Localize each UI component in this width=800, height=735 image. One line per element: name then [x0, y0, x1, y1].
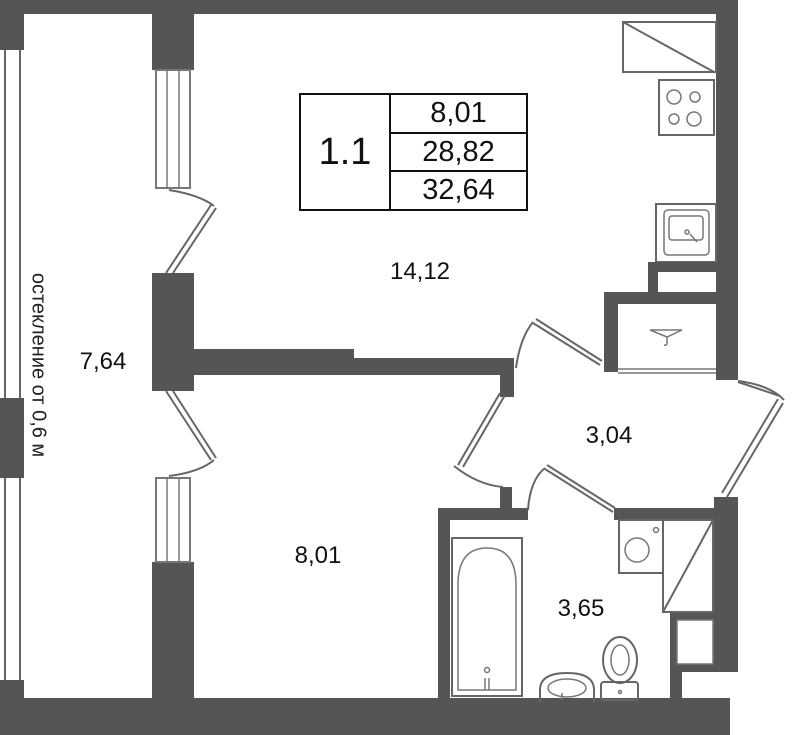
apartment-summary-box: 1.1 8,01 28,82 32,64 [299, 93, 528, 211]
top-wall [0, 0, 738, 14]
kitchen-sink-icon [655, 203, 717, 263]
window-upper [155, 69, 191, 189]
room-area-bedroom: 8,01 [294, 542, 342, 569]
balcony-middle-post [0, 398, 24, 478]
main-wall-top-segment [152, 0, 194, 70]
kitchen-door [515, 318, 603, 369]
balcony-door-upper [165, 189, 217, 274]
entrance-door [721, 380, 785, 498]
room-area-kitchen-living: 14,12 [389, 258, 451, 285]
room-area-hallway: 3,04 [585, 422, 633, 449]
window-lower [155, 477, 191, 563]
bathtub-icon [451, 537, 523, 697]
total-area-value: 32,64 [422, 174, 495, 207]
apartment-number: 1.1 [301, 95, 391, 209]
bathroom-cabinet [662, 519, 714, 613]
glazing-note: остекление от 0,6 м [27, 272, 50, 458]
kitchen-cabinet [622, 21, 717, 73]
balcony-top-left-post [0, 0, 24, 50]
bottom-wall [0, 698, 730, 735]
main-wall-middle-pier [152, 273, 194, 391]
stove-icon [658, 79, 715, 136]
living-bedroom-wall [194, 349, 354, 375]
bedroom-door [453, 375, 514, 509]
right-outer-wall-lower [714, 497, 738, 672]
bathroom-left-wall [438, 508, 450, 735]
room-area-bathroom: 3,65 [557, 595, 605, 622]
main-wall-bottom-segment [152, 562, 194, 735]
right-outer-wall-upper [716, 0, 738, 380]
washing-machine-icon [618, 519, 664, 574]
balcony-door-lower [165, 390, 217, 477]
room-area-balcony: 7,64 [79, 348, 127, 375]
washbasin-icon [539, 671, 595, 702]
bathroom-top-wall-right [614, 508, 738, 520]
bathroom-door [527, 464, 616, 513]
toilet-icon [600, 636, 639, 701]
total-living-area-value: 28,82 [391, 134, 526, 173]
wardrobe [618, 329, 716, 374]
living-area-value: 8,01 [391, 95, 526, 134]
living-bedroom-wall-2 [354, 358, 514, 375]
bathroom-top-wall-left [438, 508, 528, 520]
